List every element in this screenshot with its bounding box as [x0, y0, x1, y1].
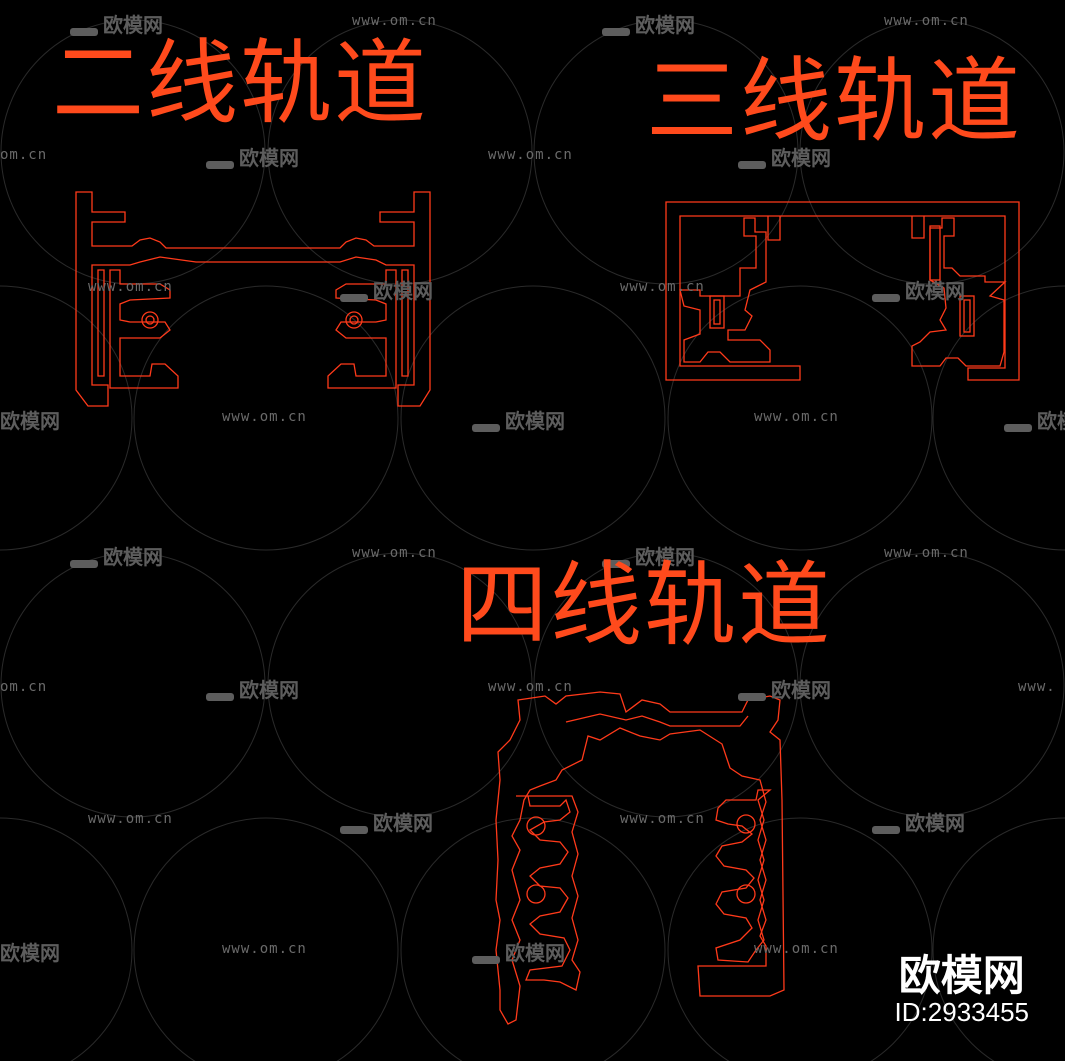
watermark-url: www.om.cn	[88, 811, 173, 827]
three-wire-top-slot	[929, 225, 941, 281]
watermark-url: www.om.cn	[884, 13, 969, 29]
watermark-logo: 欧模网	[68, 9, 163, 38]
sofa-logo-icon	[338, 286, 370, 302]
two-wire-right-channel	[327, 269, 409, 389]
watermark-url: www.om.cn	[222, 941, 307, 957]
watermark-logo: 欧模网	[0, 941, 60, 965]
watermark-url: www.om.cn	[352, 545, 437, 561]
four-wire-outer-outline	[495, 691, 785, 1025]
three-wire-inner-top	[767, 216, 925, 241]
watermark-url: www.om.cn	[620, 279, 705, 295]
watermark-logo: 欧模网	[338, 275, 433, 304]
four-wire-track-profile	[495, 691, 785, 1025]
four-wire-right-conductor-1	[736, 814, 756, 834]
watermark-logo: 欧模网	[600, 9, 695, 38]
watermark-logo: 欧模网	[470, 405, 565, 434]
sofa-logo-icon	[204, 685, 236, 701]
brand-name: 欧模网	[898, 951, 1025, 1001]
four-wire-left-conductor-1	[526, 816, 546, 836]
watermark-url: www.om.cn	[754, 409, 839, 425]
watermark-url: www.om.cn	[884, 545, 969, 561]
four-wire-top-rail	[565, 713, 749, 727]
three-wire-outer-box	[665, 201, 1020, 381]
brand-id: ID:2933455	[894, 997, 1029, 1028]
two-wire-outer-outline	[75, 191, 431, 407]
sofa-logo-icon	[600, 20, 632, 36]
brand-watermark: 欧模网 ID:2933455	[895, 954, 1029, 1027]
watermark-logo: 欧模网	[204, 674, 299, 703]
watermark-url: www.om.cn	[88, 279, 173, 295]
three-wire-track-profile	[665, 201, 1020, 381]
watermark-logo: 欧模网	[338, 807, 433, 836]
two-wire-left-conductor	[141, 311, 159, 329]
watermark-url: www.om.cn	[352, 13, 437, 29]
watermark-url: www.om.cn	[620, 811, 705, 827]
watermark-logo: 欧模网	[600, 541, 695, 570]
watermark-logo: 欧模网	[0, 409, 60, 433]
sofa-logo-icon	[870, 286, 902, 302]
watermark-logo: 欧模网	[870, 807, 965, 836]
three-wire-right-slot-inner	[963, 299, 971, 333]
four-wire-right-conductor-2	[736, 884, 756, 904]
watermark-url: www.om.cn	[222, 409, 307, 425]
two-wire-right-conductor	[345, 311, 363, 329]
sofa-logo-icon	[68, 552, 100, 568]
three-wire-title: 三线轨道	[646, 48, 1023, 155]
watermark-logo: 欧模网	[470, 937, 565, 966]
four-wire-right-channel	[715, 789, 772, 963]
sofa-logo-icon	[338, 818, 370, 834]
sofa-logo-icon	[204, 153, 236, 169]
two-wire-title: 二线轨道	[52, 30, 429, 137]
watermark-logo: 欧模网	[736, 142, 831, 171]
watermark-url: www.om.cn	[488, 147, 573, 163]
two-wire-track-profile	[75, 191, 431, 407]
watermark-url: om.cn	[0, 679, 48, 695]
sofa-logo-icon	[470, 416, 502, 432]
two-wire-left-channel	[97, 269, 179, 389]
watermark-logo: 欧模网	[870, 275, 965, 304]
sofa-logo-icon	[736, 153, 768, 169]
sofa-logo-icon	[736, 685, 768, 701]
three-wire-right-slot	[959, 295, 975, 337]
sofa-logo-icon	[600, 552, 632, 568]
watermark-url: om.cn	[0, 147, 48, 163]
four-wire-left-conductor-2	[526, 884, 546, 904]
four-wire-title: 四线轨道	[456, 552, 833, 659]
watermark-url: www.	[1018, 679, 1056, 695]
sofa-logo-icon	[1002, 416, 1034, 432]
three-wire-left-slot	[709, 295, 725, 329]
sofa-logo-icon	[870, 818, 902, 834]
watermark-url: www.om.cn	[488, 679, 573, 695]
watermark-logo: 欧模网	[68, 541, 163, 570]
three-wire-right-channel	[911, 217, 1007, 367]
watermark-logo: 欧模网	[1002, 405, 1065, 434]
sofa-logo-icon	[470, 948, 502, 964]
watermark-logo: 欧模网	[204, 142, 299, 171]
two-wire-left-conductor-core	[145, 315, 155, 325]
watermark-url: www.om.cn	[754, 941, 839, 957]
three-wire-left-channel	[679, 217, 771, 363]
watermark-logo: 欧模网	[736, 674, 831, 703]
sofa-logo-icon	[68, 20, 100, 36]
two-wire-right-conductor-core	[349, 315, 359, 325]
four-wire-left-channel	[516, 795, 581, 991]
three-wire-left-slot-inner	[713, 299, 721, 325]
